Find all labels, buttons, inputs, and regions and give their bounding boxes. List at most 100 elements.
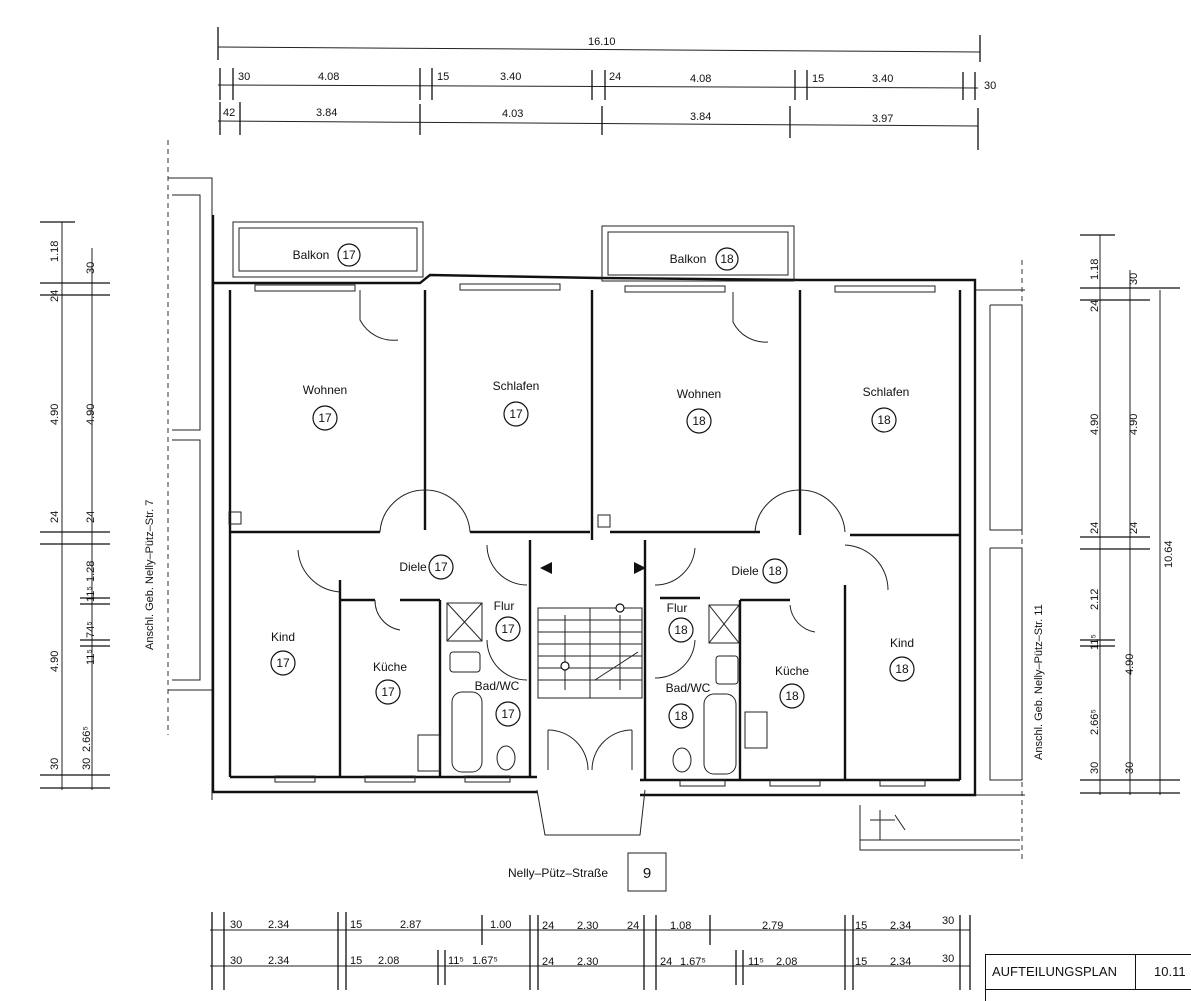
title-block-label: AUFTEILUNGSPLAN — [986, 955, 1136, 989]
svg-text:17: 17 — [434, 560, 448, 574]
dim-bottom-1-13: 30 — [942, 915, 954, 927]
room-schlafen-17: Schlafen 17 — [493, 379, 540, 427]
neighbor-left-building — [167, 140, 213, 800]
dim-top-2-2: 4.08 — [318, 71, 339, 83]
dim-left-6: 30 — [49, 758, 61, 770]
dim-left-in-6: 74⁵ — [85, 621, 97, 638]
dim-bottom-2-5: 11⁵ — [448, 955, 464, 967]
house-number-box — [627, 852, 667, 892]
room-balkon-18: Balkon 18 — [670, 247, 739, 271]
dim-bottom-2-1: 30 — [230, 955, 242, 967]
dim-top-3-3: 4.03 — [502, 108, 523, 120]
dim-left-3: 4.90 — [49, 404, 61, 425]
svg-text:Diele: Diele — [399, 560, 427, 574]
bottom-dimensions: 30 2.34 15 2.87 1.00 24 2.30 24 1.08 2.7… — [210, 912, 971, 990]
svg-text:17: 17 — [381, 685, 395, 699]
svg-text:18: 18 — [785, 689, 799, 703]
room-wohnen-18: Wohnen 18 — [677, 387, 721, 434]
dim-bottom-2-12: 2.08 — [776, 956, 797, 968]
room-diele-17: Diele 17 — [399, 554, 454, 580]
svg-text:Küche: Küche — [373, 660, 407, 674]
neighbor-left-label: Anschl. Geb. Nelly–Pütz–Str. 7 — [144, 500, 156, 650]
dim-right-in-1: 30 — [1128, 273, 1140, 285]
room-kind-17: Kind 17 — [270, 630, 296, 676]
svg-text:17: 17 — [276, 656, 290, 670]
dim-bottom-2-4: 2.08 — [378, 955, 399, 967]
dim-top-2-1: 30 — [238, 71, 250, 83]
dim-bottom-2-2: 2.34 — [268, 955, 289, 967]
room-balkon-17: Balkon 17 — [293, 243, 361, 267]
svg-text:17: 17 — [501, 622, 515, 636]
dim-top-3-4: 3.84 — [690, 111, 711, 123]
dim-bottom-1-6: 24 — [542, 920, 554, 932]
room-kueche-17: Küche 17 — [373, 660, 407, 705]
room-badwc-18: Bad/WC 18 — [666, 681, 711, 729]
svg-text:17: 17 — [501, 707, 515, 721]
title-block-sheet: 10.11 — [1154, 964, 1186, 979]
left-dimensions: 1.18 24 4.90 24 4.90 30 30 4.90 24 1.28 … — [40, 221, 110, 790]
svg-text:Balkon: Balkon — [670, 252, 707, 266]
room-wohnen-17: Wohnen 17 — [303, 383, 347, 431]
svg-text:18: 18 — [877, 413, 891, 427]
svg-text:18: 18 — [674, 623, 688, 637]
svg-text:17: 17 — [342, 248, 356, 262]
dim-bottom-2-9: 24 — [660, 956, 672, 968]
title-block: AUFTEILUNGSPLAN 10.11 — [985, 954, 1191, 1001]
dim-right-1: 1.18 — [1089, 259, 1101, 280]
dim-top-2-9: 30 — [984, 80, 996, 92]
room-diele-18: Diele 18 — [731, 558, 788, 584]
room-flur-17: Flur 17 — [494, 599, 521, 642]
svg-text:Flur: Flur — [494, 599, 515, 613]
title-block-divider — [986, 989, 1191, 990]
building-walls — [211, 215, 977, 797]
dim-right-4: 24 — [1089, 522, 1101, 534]
room-schlafen-18: Schlafen 18 — [863, 385, 910, 433]
dim-left-4: 24 — [49, 511, 61, 523]
svg-text:Bad/WC: Bad/WC — [666, 681, 711, 695]
dim-bottom-2-10: 1.67⁵ — [680, 956, 706, 968]
svg-text:18: 18 — [720, 252, 734, 266]
dim-left-2: 24 — [49, 290, 61, 302]
svg-text:Balkon: Balkon — [293, 248, 330, 262]
dim-bottom-1-3: 15 — [350, 919, 362, 931]
staircase — [536, 562, 646, 836]
dim-right-in-4: 2.12 — [1089, 589, 1101, 610]
svg-text:Schlafen: Schlafen — [493, 379, 540, 393]
svg-text:Kind: Kind — [890, 636, 914, 650]
dim-right-in-2: 4.90 — [1128, 414, 1140, 435]
svg-text:Schlafen: Schlafen — [863, 385, 910, 399]
dim-bottom-2-14: 2.34 — [890, 956, 911, 968]
svg-text:Wohnen: Wohnen — [677, 387, 721, 401]
right-dimensions: 1.18 24 4.90 24 11⁵ 2.66⁵ 30 30 4.90 24 … — [1080, 234, 1180, 795]
svg-text:Flur: Flur — [667, 601, 688, 615]
svg-text:Küche: Küche — [775, 664, 809, 678]
dim-left-in-9: 30 — [81, 758, 93, 770]
dim-right-2: 24 — [1089, 300, 1101, 312]
dim-right-7: 30 — [1089, 762, 1101, 774]
dim-right-5: 11⁵ — [1089, 634, 1101, 650]
dim-bottom-1-2: 2.34 — [268, 919, 289, 931]
dim-left-in-8: 2.66⁵ — [81, 726, 93, 752]
street-label: Nelly–Pütz–Straße — [508, 866, 608, 880]
dim-bottom-2-11: 11⁵ — [748, 956, 764, 968]
svg-text:18: 18 — [895, 662, 909, 676]
dim-bottom-2-15: 30 — [942, 953, 954, 965]
svg-text:17: 17 — [509, 407, 523, 421]
dim-right-in-6: 30 — [1124, 762, 1136, 774]
dim-left-in-2: 4.90 — [85, 404, 97, 425]
dim-left-in-1: 30 — [85, 262, 97, 274]
dim-top-2-8: 3.40 — [872, 73, 893, 85]
dim-right-in-5: 4.90 — [1124, 654, 1136, 675]
svg-text:17: 17 — [318, 411, 332, 425]
dim-bottom-2-3: 15 — [350, 955, 362, 967]
neighbor-right-label: Anschl. Geb. Nelly–Pütz–Str. 11 — [1033, 604, 1045, 760]
dim-top-3-1: 42 — [223, 107, 235, 119]
dim-bottom-2-8: 2.30 — [577, 956, 598, 968]
dim-bottom-2-13: 15 — [855, 956, 867, 968]
svg-text:18: 18 — [674, 709, 688, 723]
dim-top-2-6: 4.08 — [690, 73, 711, 85]
dim-bottom-2-7: 24 — [542, 956, 554, 968]
dim-top-2-5: 24 — [609, 71, 621, 83]
dim-bottom-1-9: 1.08 — [670, 920, 691, 932]
